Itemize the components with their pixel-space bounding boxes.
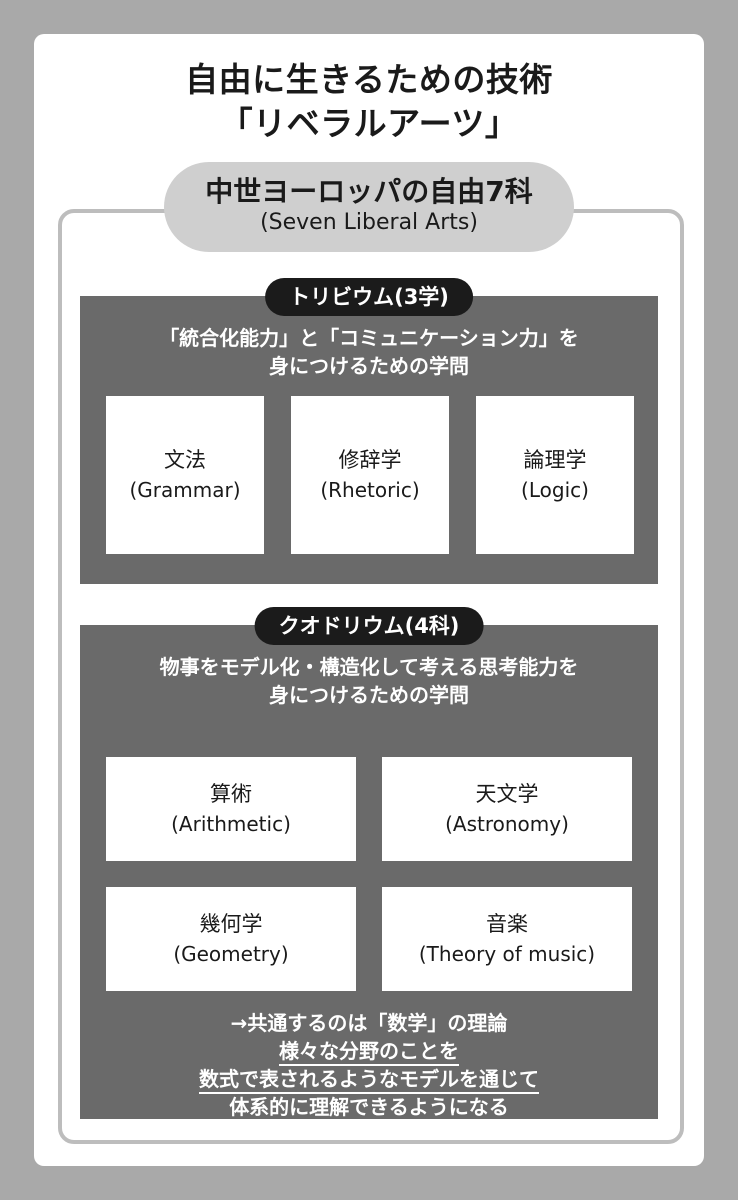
note-line-4: 体系的に理解できるようになる <box>80 1093 658 1122</box>
trivium-desc-line-2: 身につけるための学問 <box>269 354 469 378</box>
subject-en: (Rhetoric) <box>320 478 420 502</box>
diagram-card: 自由に生きるための技術 「リベラルアーツ」 中世ヨーロッパの自由7科 (Seve… <box>34 34 704 1166</box>
quadrivium-note: →共通するのは「数学」の理論 様々な分野のことを 数式で表されるようなモデルを通… <box>80 1009 658 1122</box>
title-line-2: 「リベラルアーツ」 <box>219 104 519 143</box>
subject-jp: 論理学 <box>523 448 587 472</box>
note-line-3-text: 数式で表されるようなモデルを通じて <box>199 1067 539 1094</box>
subject-jp: 修辞学 <box>338 448 402 472</box>
subject-box-astronomy: 天文学 (Astronomy) <box>382 757 632 861</box>
note-line-4-text: 体系的に理解できるようになる <box>229 1095 509 1122</box>
quadrivium-badge: クオドリウム(4科) <box>254 607 484 645</box>
subject-jp: 文法 <box>164 448 206 472</box>
pill-main-label: 中世ヨーロッパの自由7科 <box>205 175 533 208</box>
subject-box-music: 音楽 (Theory of music) <box>382 887 632 991</box>
seven-liberal-arts-pill: 中世ヨーロッパの自由7科 (Seven Liberal Arts) <box>164 162 574 252</box>
subject-en: (Astronomy) <box>445 812 569 836</box>
subject-en: (Grammar) <box>129 478 241 502</box>
diagram-title: 自由に生きるための技術 「リベラルアーツ」 <box>34 58 704 146</box>
quadrivium-desc-line-1: 物事をモデル化・構造化して考える思考能力を <box>159 655 579 679</box>
subject-box-rhetoric: 修辞学 (Rhetoric) <box>291 396 449 554</box>
quadrivium-description: 物事をモデル化・構造化して考える思考能力を 身につけるための学問 <box>80 653 658 709</box>
trivium-description: 「統合化能力」と「コミュニケーション力」を 身につけるための学問 <box>80 324 658 380</box>
subject-box-logic: 論理学 (Logic) <box>476 396 634 554</box>
subject-en: (Arithmetic) <box>171 812 291 836</box>
note-line-1: →共通するのは「数学」の理論 <box>230 1011 508 1035</box>
subject-jp: 算術 <box>210 782 252 806</box>
quadrivium-desc-line-2: 身につけるための学問 <box>269 683 469 707</box>
subject-box-grammar: 文法 (Grammar) <box>106 396 264 554</box>
trivium-badge: トリビウム(3学) <box>265 278 473 316</box>
subject-jp: 幾何学 <box>199 912 263 936</box>
quadrivium-section: クオドリウム(4科) 物事をモデル化・構造化して考える思考能力を 身につけるため… <box>80 607 658 1122</box>
title-line-1: 自由に生きるための技術 <box>185 60 553 99</box>
trivium-section: トリビウム(3学) 「統合化能力」と「コミュニケーション力」を 身につけるための… <box>80 278 658 584</box>
trivium-desc-line-1: 「統合化能力」と「コミュニケーション力」を <box>159 326 579 350</box>
subject-en: (Geometry) <box>173 942 289 966</box>
note-line-3: 数式で表されるようなモデルを通じて <box>80 1065 658 1094</box>
pill-sub-label: (Seven Liberal Arts) <box>260 210 478 235</box>
subject-jp: 音楽 <box>486 912 528 936</box>
note-line-2: 様々な分野のことを <box>80 1037 658 1066</box>
subject-en: (Theory of music) <box>418 942 596 966</box>
subject-en: (Logic) <box>521 478 589 502</box>
subject-jp: 天文学 <box>475 782 539 806</box>
note-line-2-text: 様々な分野のことを <box>279 1039 459 1066</box>
subject-box-geometry: 幾何学 (Geometry) <box>106 887 356 991</box>
subject-box-arithmetic: 算術 (Arithmetic) <box>106 757 356 861</box>
